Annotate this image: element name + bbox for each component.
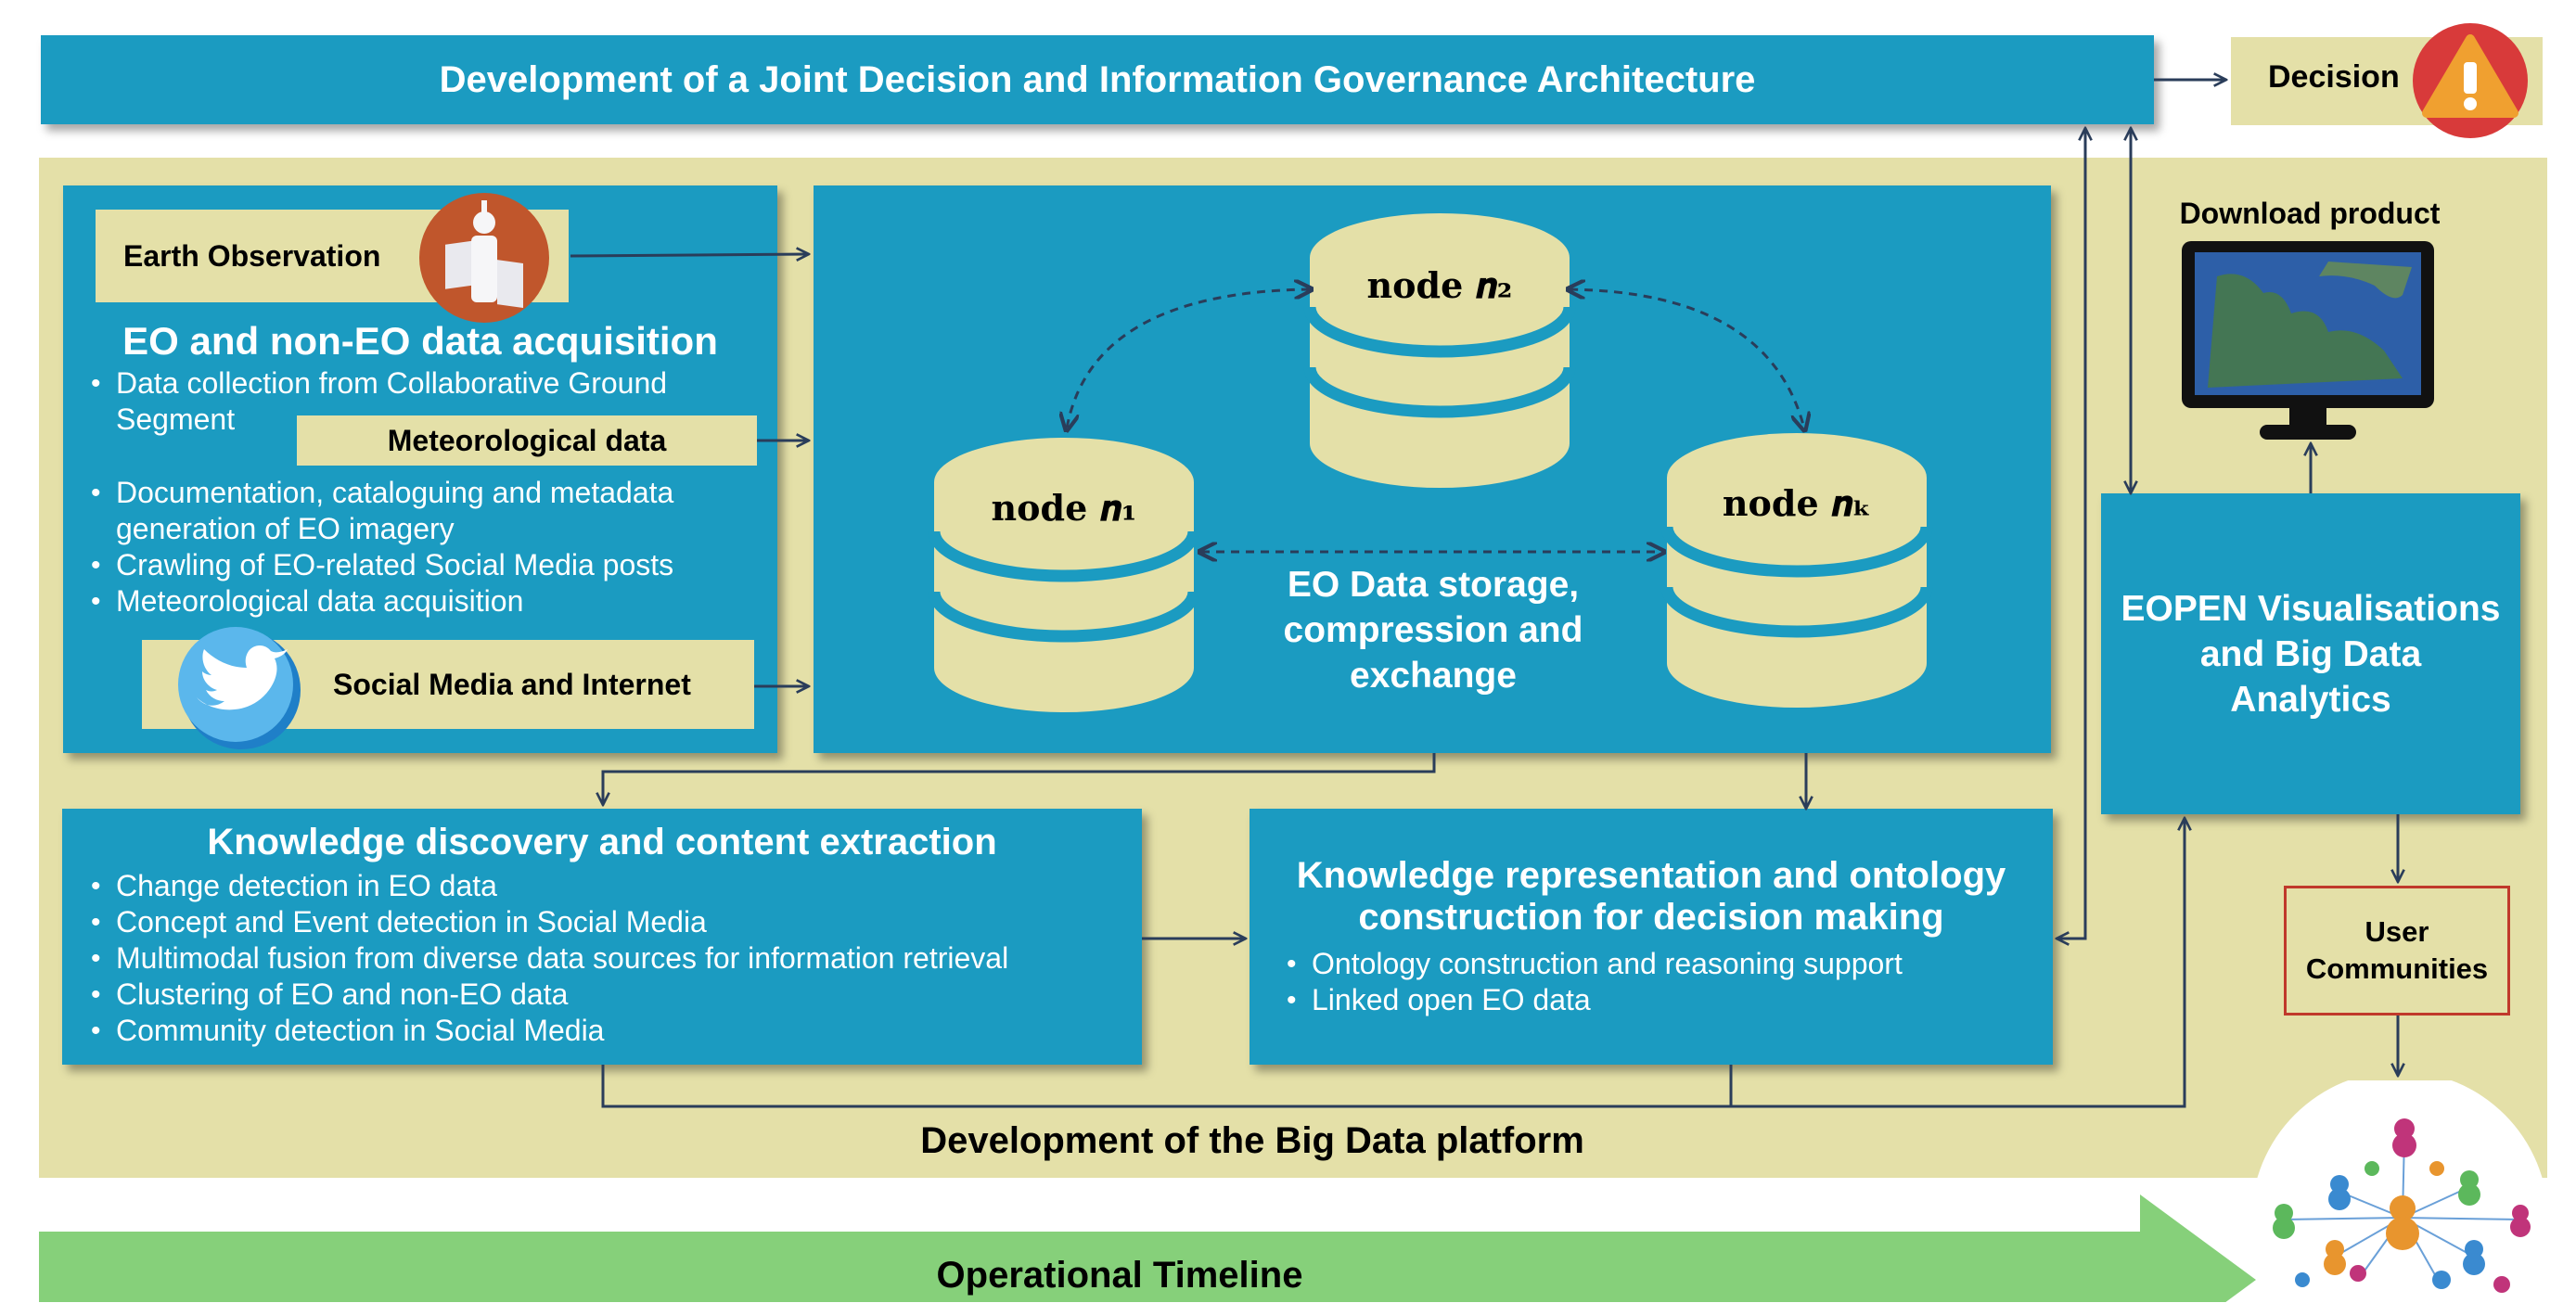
satellite-icon bbox=[419, 193, 549, 323]
list-item: Concept and Event detection in Social Me… bbox=[63, 904, 1139, 940]
storage-label: EO Data storage, compression and exchang… bbox=[1283, 564, 1583, 696]
community-network-icon bbox=[2251, 1080, 2548, 1302]
storage-nodes-diagram bbox=[814, 185, 2051, 753]
social-media-label: Social Media and Internet bbox=[333, 667, 691, 701]
list-item: Data collection from Collaborative Groun… bbox=[63, 365, 710, 438]
operational-timeline-arrow bbox=[39, 1194, 2256, 1302]
visualisation-title: EOPEN Visualisations and Big Data Analyt… bbox=[2121, 588, 2501, 720]
meteorological-data-label: Meteorological data bbox=[387, 423, 667, 457]
monitor-icon bbox=[2182, 241, 2434, 440]
node-n1-label: node 𝒏₁ bbox=[991, 487, 1137, 529]
eo-to-storage-arrow bbox=[570, 254, 809, 256]
acquisition-bullet-list-2: Documentation, cataloguing and metadata … bbox=[63, 475, 777, 620]
list-item: Community detection in Social Media bbox=[63, 1013, 1139, 1049]
node-n2-label: node 𝒏₂ bbox=[1366, 264, 1513, 306]
acquisition-bullet-list-1: Data collection from Collaborative Groun… bbox=[63, 365, 768, 438]
user-communities-box: User Communities bbox=[2284, 886, 2510, 1016]
user-communities-label: User Communities bbox=[2305, 915, 2489, 985]
representation-governance-link bbox=[2057, 128, 2085, 939]
twitter-bird-icon bbox=[178, 627, 301, 749]
list-item: Documentation, cataloguing and metadata … bbox=[63, 475, 784, 547]
storage-to-discovery-arrow bbox=[603, 753, 1436, 805]
governance-title: Development of a Joint Decision and Info… bbox=[439, 58, 1756, 100]
visualisation-box bbox=[2101, 493, 2520, 814]
warning-icon bbox=[2413, 23, 2528, 138]
platform-to-visualisation-arrow bbox=[601, 818, 2185, 1108]
list-item: Change detection in EO data bbox=[63, 868, 1139, 904]
big-data-platform-label: Development of the Big Data platform bbox=[920, 1119, 1584, 1161]
n2-n1-link bbox=[1067, 289, 1310, 428]
operational-timeline-label: Operational Timeline bbox=[936, 1254, 1303, 1296]
knowledge-discovery-title: Knowledge discovery and content extracti… bbox=[207, 822, 997, 862]
meteorological-data-tag: Meteorological data bbox=[297, 415, 757, 466]
knowledge-discovery-list: Change detection in EO data Concept and … bbox=[63, 868, 1139, 1049]
list-item: Ontology construction and reasoning supp… bbox=[1259, 946, 2047, 982]
knowledge-representation-box bbox=[1250, 809, 2053, 1065]
node-nk-label: node 𝒏ₖ bbox=[1722, 482, 1872, 524]
list-item: Meteorological data acquisition bbox=[63, 583, 777, 620]
governance-banner: Development of a Joint Decision and Info… bbox=[41, 35, 2154, 124]
knowledge-representation-list: Ontology construction and reasoning supp… bbox=[1259, 946, 2047, 1018]
acquisition-title: EO and non-EO data acquisition bbox=[122, 319, 718, 363]
list-item: Multimodal fusion from diverse data sour… bbox=[63, 940, 1139, 977]
list-item: Linked open EO data bbox=[1259, 982, 2047, 1018]
list-item: Clustering of EO and non-EO data bbox=[63, 977, 1139, 1013]
decision-label: Decision bbox=[2268, 59, 2400, 95]
list-item: Crawling of EO-related Social Media post… bbox=[63, 547, 777, 583]
earth-observation-label: Earth Observation bbox=[123, 238, 381, 273]
knowledge-representation-title: Knowledge representation and ontology co… bbox=[1296, 855, 2006, 938]
download-product-label: Download product bbox=[2179, 197, 2441, 230]
n2-nk-link bbox=[1570, 289, 1804, 428]
